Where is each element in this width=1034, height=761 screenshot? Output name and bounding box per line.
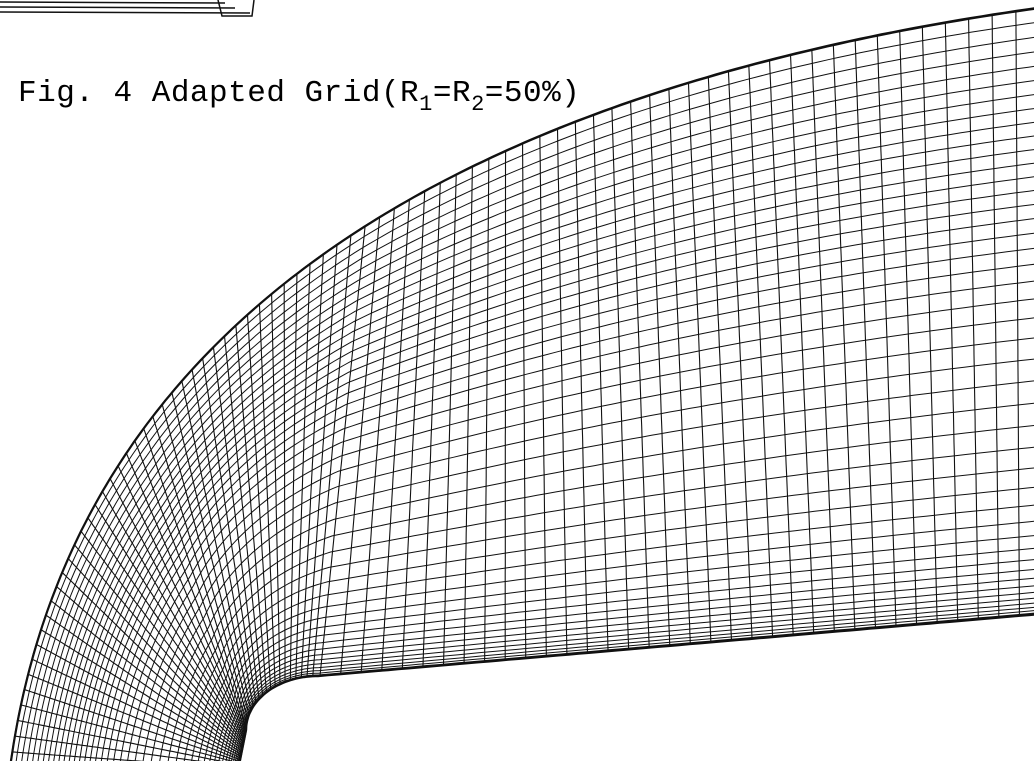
grid-parallel-line (237, 610, 1034, 761)
grid-normal-line (484, 157, 490, 662)
grid-parallel-line (134, 337, 1034, 761)
grid-normal-line (854, 39, 876, 629)
grid-normal-line (991, 13, 1000, 618)
grid-parallel-line (222, 569, 1034, 761)
grid-parallel-line (73, 176, 1034, 761)
grid-normal-line (899, 30, 918, 625)
caption-subscript-2: 2 (471, 92, 485, 117)
grid-parallel-line (214, 547, 1034, 761)
grid-parallel-line (84, 203, 1034, 761)
grid-parallel-line (167, 425, 1034, 761)
grid-parallel-line (209, 535, 1034, 761)
grid-normal-line (611, 107, 630, 650)
grid-parallel-line (15, 22, 1034, 761)
grid-normal-line (463, 165, 473, 664)
grid-normal-line (944, 21, 959, 622)
grid-normal-line (1015, 10, 1020, 616)
grid-parallel-line (230, 591, 1034, 761)
grid-normal-line (360, 207, 395, 673)
grid-parallel-line (159, 402, 1034, 761)
grid-parallel-line (127, 317, 1034, 761)
caption-end: =50%) (484, 76, 581, 111)
grid-normal-line (101, 490, 245, 738)
grid-parallel-line (197, 504, 1034, 761)
grid-normal-line (117, 465, 246, 735)
grid-normal-line (968, 17, 979, 620)
grid-parallel-line (32, 65, 1034, 761)
grid-parallel-line (26, 51, 1034, 761)
grid-normal-line (283, 283, 286, 682)
grid-parallel-line (37, 80, 1034, 761)
caption-main: Fig. 4 Adapted Grid(R (18, 76, 420, 111)
grid-parallel-line (95, 232, 1034, 761)
grid-parallel-line (21, 36, 1034, 761)
grid-parallel-line (78, 190, 1034, 761)
computational-grid-mesh (10, 7, 1034, 761)
grid-parallel-line (234, 602, 1034, 761)
grid-normal-line (442, 173, 457, 666)
grid-parallel-line (203, 520, 1034, 761)
body-surface-line (238, 613, 1034, 761)
grid-parallel-line (106, 263, 1034, 761)
grid-normal-line (592, 114, 609, 652)
grid-parallel-line (228, 585, 1034, 761)
grid-normal-line (522, 142, 527, 659)
grid-parallel-line (48, 108, 1034, 761)
grid-normal-line (811, 48, 835, 632)
figure-caption: Fig. 4 Adapted Grid(R1=R2=50%) (18, 76, 581, 116)
grid-normal-line (142, 427, 247, 728)
grid-normal-line (539, 135, 547, 657)
grid-normal-line (876, 34, 897, 627)
grid-parallel-line (238, 612, 1034, 761)
grid-normal-line (921, 25, 938, 623)
grid-parallel-line (113, 280, 1034, 761)
previous-figure-fragment (0, 0, 255, 17)
grid-parallel-line (63, 149, 1034, 761)
grid-parallel-line (150, 380, 1034, 761)
grid-normal-line (312, 234, 352, 677)
grid-normal-line (134, 440, 247, 731)
grid-parallel-line (191, 486, 1034, 761)
outer-boundary-line (9, 7, 1034, 761)
grid-parallel-line (175, 446, 1034, 761)
grid-normal-line (27, 673, 241, 761)
grid-normal-line (832, 43, 856, 630)
grid-parallel-line (183, 467, 1034, 761)
grid-parallel-line (100, 247, 1034, 761)
grid-parallel-line (42, 94, 1034, 761)
grid-parallel-line (89, 218, 1034, 761)
grid-normal-line (289, 273, 298, 681)
grid-parallel-line (119, 298, 1034, 761)
grid-parallel-line (239, 614, 1034, 761)
grid-parallel-line (236, 606, 1034, 761)
grid-parallel-line (68, 162, 1034, 761)
grid-normal-line (556, 127, 568, 655)
grid-parallel-line (58, 135, 1034, 761)
grid-normal-line (295, 263, 311, 679)
grid-boundaries (9, 7, 1034, 761)
caption-mid: =R (432, 76, 472, 111)
grid-parallel-line (142, 358, 1034, 761)
caption-subscript-1: 1 (419, 92, 433, 117)
grid-parallel-line (218, 559, 1034, 761)
grid-parallel-line (53, 121, 1034, 761)
grid-normal-line (422, 182, 441, 667)
grid-parallel-line (225, 577, 1034, 761)
grid-parallel-line (233, 597, 1034, 761)
grid-normal-line (574, 120, 589, 653)
